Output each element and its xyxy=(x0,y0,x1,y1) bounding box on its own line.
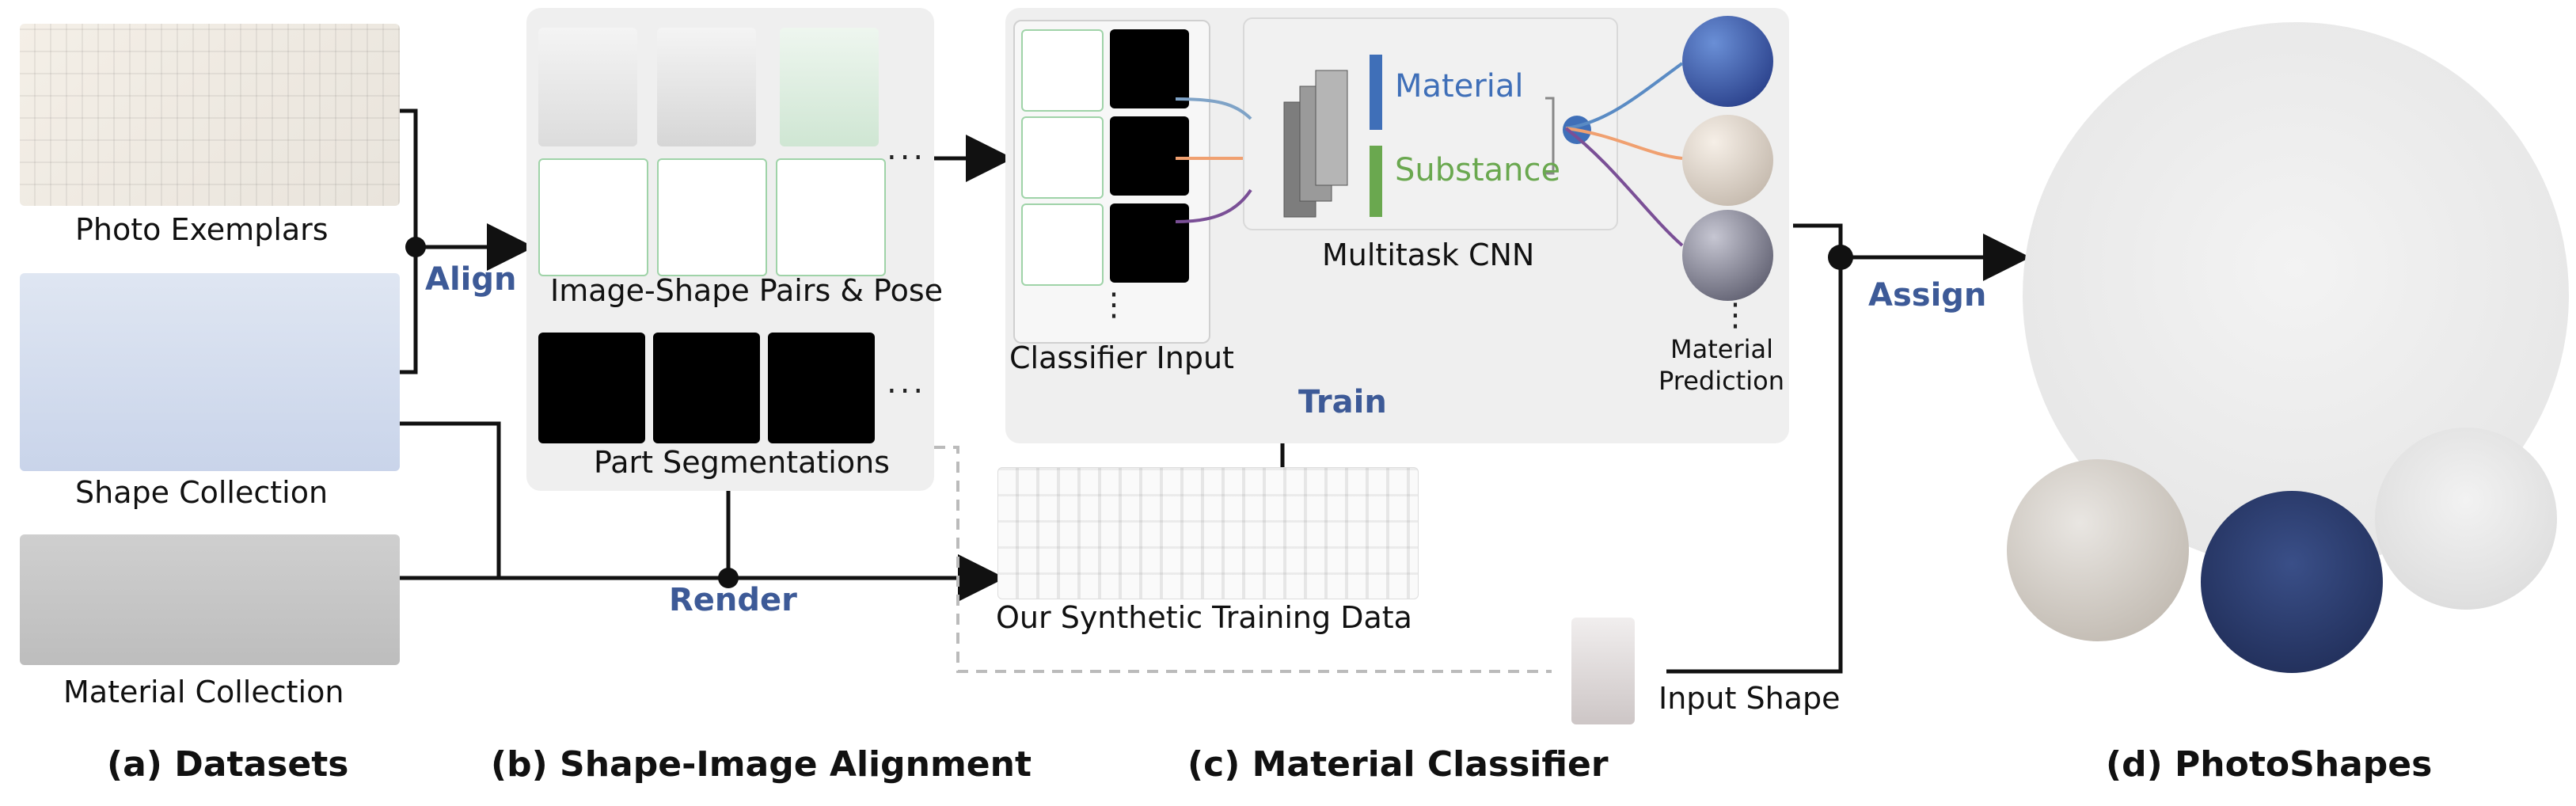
caption-photoshapes: (d) PhotoShapes xyxy=(2106,744,2433,785)
alignment-panel: ... Image-Shape Pairs & Pose ... Part Se… xyxy=(526,8,943,491)
prediction-vdots: ⋮ xyxy=(1719,297,1754,333)
segmentation-3 xyxy=(768,333,875,443)
input-mask-1 xyxy=(1110,29,1189,108)
assign-step: Assign xyxy=(1868,277,1987,314)
segmentation-ellipsis: ... xyxy=(887,364,927,401)
pair-photo-3 xyxy=(776,158,886,276)
segmentation-1 xyxy=(538,333,645,443)
material-sphere-1 xyxy=(1682,16,1773,107)
align-step: Align xyxy=(425,261,517,298)
classifier-input-label: Classifier Input xyxy=(1009,340,1234,375)
material-sphere-3 xyxy=(1682,210,1773,301)
material-prediction-label-1: Material xyxy=(1670,334,1773,364)
classifier-input-box: ⋮ xyxy=(1013,20,1210,344)
material-head xyxy=(1370,55,1382,130)
synthetic-data-image xyxy=(997,467,1419,599)
photo-exemplars-image xyxy=(20,24,400,206)
cnn-layer-3 xyxy=(1315,70,1348,186)
material-sphere-2 xyxy=(1682,115,1773,206)
photo-exemplars-label: Photo Exemplars xyxy=(75,212,329,247)
input-vdots: ⋮ xyxy=(1098,287,1133,323)
cnn-box: Material Substance xyxy=(1243,17,1618,230)
photoshape-detail-seat xyxy=(2201,491,2383,673)
input-shape-label: Input Shape xyxy=(1658,681,1841,716)
material-prediction-label-2: Prediction xyxy=(1658,366,1784,396)
shape-chair-3 xyxy=(780,28,879,146)
substance-label: Substance xyxy=(1395,152,1561,188)
material-collection-label: Material Collection xyxy=(63,675,344,709)
input-photo-2 xyxy=(1021,116,1104,199)
part-segmentations-label: Part Segmentations xyxy=(594,445,890,480)
input-mask-3 xyxy=(1110,203,1189,283)
shape-collection-image xyxy=(20,273,400,471)
render-step: Render xyxy=(669,582,797,618)
pairs-pose-label: Image-Shape Pairs & Pose xyxy=(550,273,944,308)
input-photo-3 xyxy=(1021,203,1104,286)
input-shape-chair xyxy=(1571,618,1635,724)
caption-datasets: (a) Datasets xyxy=(107,744,349,785)
synthetic-data-label: Our Synthetic Training Data xyxy=(996,600,1412,635)
prediction-arrows xyxy=(1175,62,1684,247)
multitask-cnn-label: Multitask CNN xyxy=(1322,238,1535,272)
pair-photo-1 xyxy=(538,158,648,276)
shape-chair-2 xyxy=(657,28,756,146)
shape-collection-label: Shape Collection xyxy=(75,475,329,510)
photoshape-detail-back xyxy=(2007,459,2189,641)
caption-classifier: (c) Material Classifier xyxy=(1187,744,1609,785)
photoshape-detail-legs xyxy=(2375,428,2557,610)
train-step: Train xyxy=(1298,384,1387,420)
input-photo-1 xyxy=(1021,29,1104,112)
segmentation-2 xyxy=(653,333,760,443)
input-mask-2 xyxy=(1110,116,1189,196)
caption-alignment: (b) Shape-Image Alignment xyxy=(491,744,1032,785)
pairs-ellipsis: ... xyxy=(887,131,927,167)
pair-photo-2 xyxy=(657,158,767,276)
substance-head xyxy=(1370,146,1382,217)
shape-chair-1 xyxy=(538,28,637,146)
cnn-diagram xyxy=(1283,55,1591,218)
material-collection-image xyxy=(20,534,400,665)
material-label: Material xyxy=(1395,68,1524,105)
